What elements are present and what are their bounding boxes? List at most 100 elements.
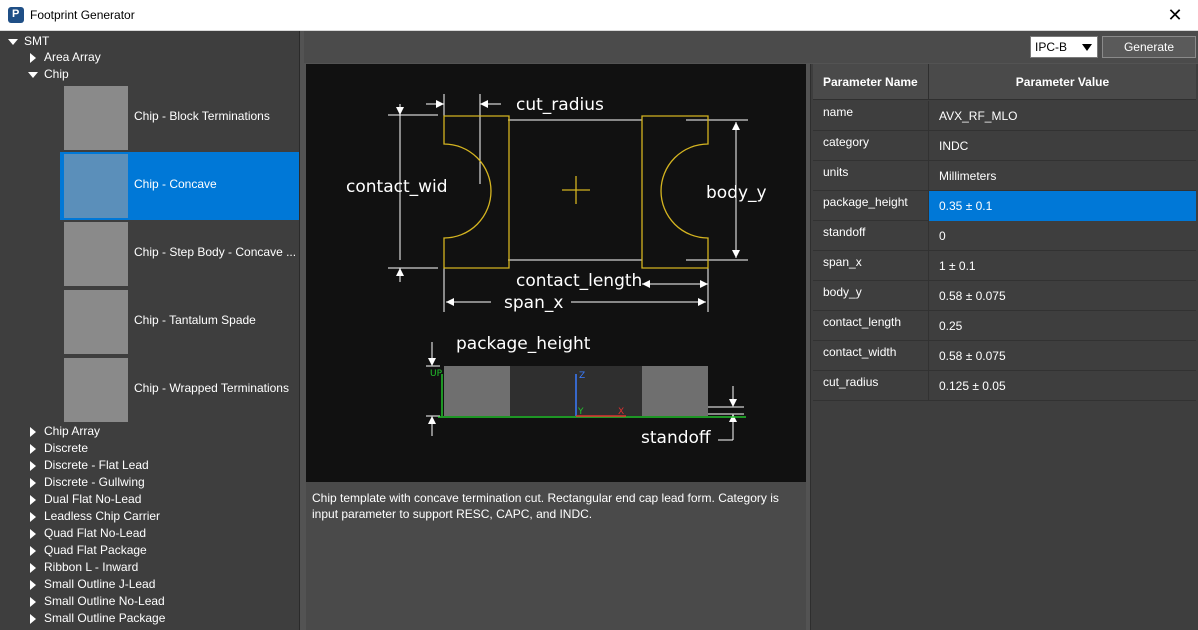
arrow-head xyxy=(436,100,444,108)
tree-label: Chip - Concave xyxy=(134,177,217,191)
side-view-right-lead xyxy=(642,366,708,416)
tree-label: Chip - Block Terminations xyxy=(134,109,270,123)
tree-label: Chip - Step Body - Concave ... xyxy=(134,245,297,259)
expand-right-icon[interactable] xyxy=(28,440,38,457)
footprint-tree[interactable]: SMT Area Array Chip Chip - Block Termina… xyxy=(0,31,300,630)
parameter-value-cell[interactable]: 0.58 ± 0.075 xyxy=(939,349,1006,363)
tree-item-chip-template[interactable]: Chip - Wrapped Terminations xyxy=(60,356,299,424)
parameter-value-cell[interactable]: 0.125 ± 0.05 xyxy=(939,379,1006,393)
axis-label-z: Z xyxy=(579,371,585,381)
parameter-value-cell[interactable]: 0.35 ± 0.1 xyxy=(929,191,1196,221)
label-contact-width: contact_wid xyxy=(346,177,448,197)
expand-right-icon[interactable] xyxy=(28,491,38,508)
label-standoff: standoff xyxy=(641,428,712,448)
arrow-head xyxy=(700,280,708,288)
close-icon[interactable]: ✕ xyxy=(1167,5,1183,25)
arrow-head xyxy=(396,268,404,276)
header-parameter-value[interactable]: Parameter Value xyxy=(1015,75,1110,89)
parameter-row[interactable]: contact_width 0.58 ± 0.075 xyxy=(813,341,1196,371)
expand-down-icon[interactable] xyxy=(28,66,38,83)
header-parameter-name[interactable]: Parameter Name xyxy=(813,64,929,100)
standard-select[interactable]: IPC-B xyxy=(1030,36,1098,58)
arrow-head xyxy=(446,298,454,306)
tree-label: Area Array xyxy=(44,50,101,64)
expand-right-icon[interactable] xyxy=(28,508,38,525)
expand-right-icon[interactable] xyxy=(28,559,38,576)
axis-label-y: Y xyxy=(577,407,584,417)
tree-label: Ribbon L - Inward xyxy=(44,560,139,574)
toolbar: IPC-B Generate xyxy=(304,31,1198,63)
app-logo-icon xyxy=(8,7,24,23)
expand-right-icon[interactable] xyxy=(28,610,38,627)
parameter-name-cell: contact_length xyxy=(813,311,929,341)
parameter-table-header: Parameter Name Parameter Value xyxy=(813,64,1196,100)
arrow-head xyxy=(480,100,488,108)
parameter-name-cell: cut_radius xyxy=(813,371,929,401)
label-contact-length: contact_length xyxy=(516,271,642,291)
expand-right-icon[interactable] xyxy=(28,593,38,610)
tree-label: Small Outline No-Lead xyxy=(44,594,165,608)
tree-item-chip-template[interactable]: Chip - Block Terminations xyxy=(60,84,299,152)
parameter-value-cell[interactable]: AVX_RF_MLO xyxy=(939,109,1018,123)
tree-label: Discrete - Flat Lead xyxy=(44,458,149,472)
parameter-value-cell[interactable]: 0.58 ± 0.075 xyxy=(939,289,1006,303)
axis-label-x: X xyxy=(618,407,624,417)
tree-label: Dual Flat No-Lead xyxy=(44,492,142,506)
parameter-value-cell[interactable]: 0 xyxy=(939,229,946,243)
arrow-head xyxy=(729,399,737,407)
parameter-name-cell: span_x xyxy=(813,251,929,281)
parameter-row[interactable]: contact_length 0.25 xyxy=(813,311,1196,341)
axis-label-up: UP xyxy=(430,369,443,379)
window-title: Footprint Generator xyxy=(30,8,135,22)
tree-label: Chip Array xyxy=(44,424,101,438)
left-contact-outline xyxy=(443,115,510,269)
expand-right-icon[interactable] xyxy=(28,457,38,474)
parameter-row[interactable]: span_x 1 ± 0.1 xyxy=(813,251,1196,281)
side-view-left-lead xyxy=(444,366,510,416)
parameter-value-cell[interactable]: 0.25 xyxy=(939,319,963,333)
footprint-drawing: cut_radius contact_wid body_y contact_le… xyxy=(346,94,767,448)
expand-right-icon[interactable] xyxy=(28,576,38,593)
tree-label: Discrete xyxy=(44,441,89,455)
parameter-value-cell[interactable]: INDC xyxy=(939,139,969,153)
tree-item-chip-template[interactable]: Chip - Concave xyxy=(60,152,299,220)
expand-right-icon[interactable] xyxy=(28,525,38,542)
tree-label: Discrete - Gullwing xyxy=(44,475,145,489)
label-package-height: package_height xyxy=(456,334,591,354)
template-description: Chip template with concave termination c… xyxy=(306,482,806,630)
tree-label: Chip - Tantalum Spade xyxy=(134,313,256,327)
parameter-name-cell: package_height xyxy=(813,191,929,221)
chip-thumbnail-image xyxy=(64,290,128,354)
expand-down-icon[interactable] xyxy=(8,33,18,50)
chip-thumbnail-image xyxy=(64,86,128,150)
generate-button[interactable]: Generate xyxy=(1102,36,1196,58)
tree-item-chip-template[interactable]: Chip - Step Body - Concave ... xyxy=(60,220,299,288)
parameter-name-cell: contact_width xyxy=(813,341,929,371)
parameter-name-cell: body_y xyxy=(813,281,929,311)
chip-thumbnail-image xyxy=(64,154,128,218)
chip-thumbnail-image xyxy=(64,222,128,286)
parameter-row[interactable]: body_y 0.58 ± 0.075 xyxy=(813,281,1196,311)
expand-right-icon[interactable] xyxy=(28,49,38,66)
expand-right-icon[interactable] xyxy=(28,423,38,440)
arrow-head xyxy=(396,107,404,115)
parameter-value-cell[interactable]: 1 ± 0.1 xyxy=(939,259,976,273)
tree-label: Quad Flat Package xyxy=(44,543,147,557)
parameter-row[interactable]: cut_radius 0.125 ± 0.05 xyxy=(813,371,1196,401)
expand-right-icon[interactable] xyxy=(28,542,38,559)
tree-item-chip-template[interactable]: Chip - Tantalum Spade xyxy=(60,288,299,356)
arrow-head xyxy=(729,414,737,422)
parameter-value-cell[interactable]: Millimeters xyxy=(939,169,997,183)
tree-label: Leadless Chip Carrier xyxy=(44,509,161,523)
title-bar: Footprint Generator ✕ xyxy=(0,0,1198,31)
arrow-head xyxy=(642,280,650,288)
arrow-head xyxy=(428,358,436,366)
arrow-head xyxy=(732,250,740,258)
expand-right-icon[interactable] xyxy=(28,474,38,491)
